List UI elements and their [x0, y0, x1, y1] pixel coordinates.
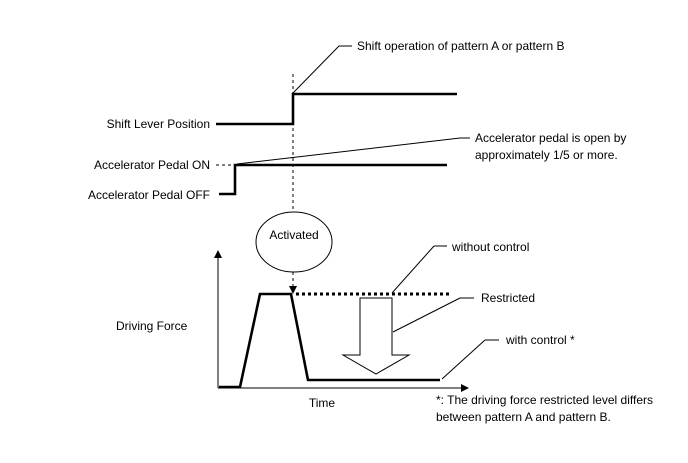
activated-ellipse	[255, 211, 333, 273]
accel-open-callout-line2: approximately 1/5 or more.	[475, 148, 618, 162]
accelerator-pedal-signal	[219, 163, 447, 196]
driving-force-label: Driving Force	[116, 319, 188, 333]
footnote-line2: between pattern A and pattern B.	[436, 410, 611, 424]
shift-lever-position-label: Shift Lever Position	[107, 117, 210, 131]
time-label: Time	[309, 396, 336, 410]
accel-open-leader	[236, 137, 461, 165]
shift-lever-signal	[216, 92, 457, 126]
with-control-leader	[441, 339, 486, 380]
with-control-callout: with control *	[505, 333, 575, 347]
accel-off-label: Accelerator Pedal OFF	[88, 188, 210, 202]
without-control-callout: without control	[451, 240, 529, 254]
driving-force-curve	[219, 292, 440, 389]
restricted-callout: Restricted	[481, 291, 535, 305]
restricted-leader	[392, 297, 461, 333]
shift-operation-leader	[292, 45, 340, 94]
accel-on-label: Accelerator Pedal ON	[94, 158, 210, 172]
activated-label: Activated	[269, 228, 318, 242]
accel-open-callout-line1: Accelerator pedal is open by	[475, 131, 626, 145]
restriction-arrow	[341, 297, 411, 375]
footnote-line1: *: The driving force restricted level di…	[436, 393, 653, 407]
shift-operation-callout: Shift operation of pattern A or pattern …	[357, 39, 564, 53]
without-control-leader	[391, 245, 435, 294]
